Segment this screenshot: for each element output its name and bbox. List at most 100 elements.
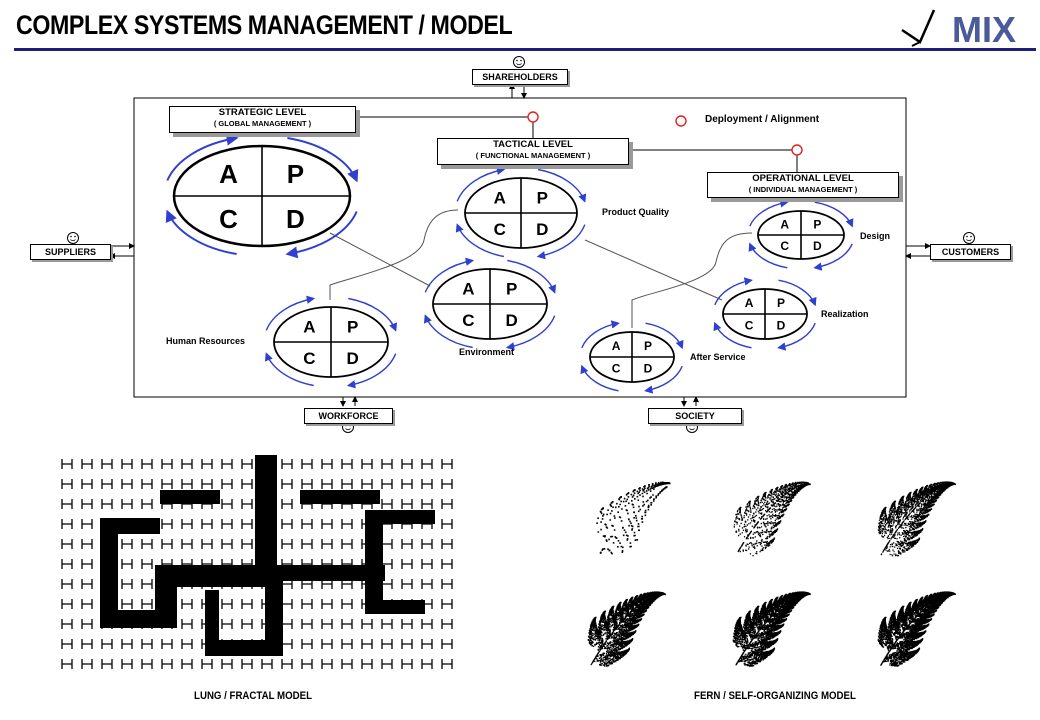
fractal-cell [442, 519, 452, 529]
fractal-cell [62, 659, 72, 669]
fractal-cell [222, 519, 232, 529]
fractal-cell [362, 619, 372, 629]
fractal-cell [422, 659, 432, 669]
fractal-cell [62, 539, 72, 549]
fractal-cell [442, 499, 452, 509]
fractal-cell [302, 539, 312, 549]
smiley-icon [964, 233, 975, 244]
fractal-cell [342, 599, 352, 609]
pdca-letter-a: A [219, 159, 238, 189]
fractal-cell [362, 459, 372, 469]
strategic-level-label: STRATEGIC LEVEL [170, 107, 355, 118]
fractal-cell [322, 539, 332, 549]
fractal-cell [342, 539, 352, 549]
fractal-cell [182, 479, 192, 489]
fractal-cell [122, 599, 132, 609]
fractal-cell [422, 639, 432, 649]
fractal-cell [382, 459, 392, 469]
fractal-cell [82, 559, 92, 569]
smiley-icon [68, 233, 79, 244]
deployment-legend-icon [676, 116, 686, 126]
fractal-cell [302, 619, 312, 629]
fractal-cell [402, 639, 412, 649]
fractal-cell [342, 659, 352, 669]
fractal-cell [442, 579, 452, 589]
fractal-cell [422, 539, 432, 549]
fractal-cell [402, 479, 412, 489]
fractal-cell [142, 459, 152, 469]
fractal-cell [402, 659, 412, 669]
fractal-cell [82, 519, 92, 529]
pdca-letter-c: C [780, 239, 789, 253]
fractal-cell [82, 659, 92, 669]
fractal-cell [282, 619, 292, 629]
fractal-cell [422, 499, 432, 509]
airway-branch [365, 600, 425, 614]
fractal-cell [222, 599, 232, 609]
fractal-cell [162, 639, 172, 649]
fractal-cell [162, 659, 172, 669]
fractal-cell [202, 539, 212, 549]
operational-level-sub: ( INDIVIDUAL MANAGEMENT ) [708, 184, 898, 195]
pdca-letter-d: D [644, 362, 653, 376]
fractal-cell [102, 639, 112, 649]
fractal-cell [282, 519, 292, 529]
fractal-cell [302, 479, 312, 489]
pdca-letter-d: D [777, 319, 786, 333]
pdca-letter-p: P [506, 279, 517, 298]
fractal-cell [162, 479, 172, 489]
fractal-cell [282, 539, 292, 549]
design-pdca: APCD [750, 202, 852, 268]
fractal-cell [422, 579, 432, 589]
smiley-icon [514, 57, 525, 68]
fractal-cell [362, 659, 372, 669]
fractal-cell [62, 579, 72, 589]
fractal-cell [382, 619, 392, 629]
fractal-cell [242, 599, 252, 609]
fractal-cell [442, 659, 452, 669]
fractal-cell [62, 599, 72, 609]
operational-level-box: OPERATIONAL LEVEL ( INDIVIDUAL MANAGEMEN… [707, 172, 899, 198]
fractal-cell [162, 459, 172, 469]
pdca-letter-c: C [745, 319, 754, 333]
pdca-letter-c: C [219, 204, 238, 234]
tactical-level-sub: ( FUNCTIONAL MANAGEMENT ) [438, 150, 628, 161]
lung-caption: LUNG / FRACTAL MODEL [194, 690, 312, 702]
fractal-cell [442, 619, 452, 629]
fractal-cell [422, 559, 432, 569]
fractal-cell [242, 519, 252, 529]
fractal-cell [62, 459, 72, 469]
fractal-cell [122, 639, 132, 649]
fractal-cell [182, 659, 192, 669]
airway-branch [365, 510, 435, 524]
fractal-cell [322, 599, 332, 609]
fractal-cell [222, 619, 232, 629]
fractal-cell [162, 539, 172, 549]
fractal-cell [322, 619, 332, 629]
fractal-cell [202, 479, 212, 489]
fractal-cell [62, 639, 72, 649]
fractal-cell [102, 479, 112, 489]
fractal-cell [382, 499, 392, 509]
fractal-cell [202, 459, 212, 469]
airway-branch [100, 518, 118, 628]
fractal-cell [322, 479, 332, 489]
fern-sparse [596, 482, 670, 555]
fractal-cell [382, 639, 392, 649]
fractal-cell [262, 659, 272, 669]
fractal-cell [322, 659, 332, 669]
fractal-cell [82, 499, 92, 509]
fractal-cell [142, 499, 152, 509]
fractal-cell [362, 479, 372, 489]
fractal-cell [62, 519, 72, 529]
fractal-cell [242, 479, 252, 489]
fractal-cell [82, 599, 92, 609]
tactical-level-label: TACTICAL LEVEL [438, 139, 628, 150]
fractal-cell [162, 519, 172, 529]
fractal-cell [442, 559, 452, 569]
fern-full-1 [588, 591, 666, 666]
fractal-cell [402, 559, 412, 569]
fractal-cell [342, 619, 352, 629]
pdca-letter-p: P [287, 159, 304, 189]
fractal-cell [182, 519, 192, 529]
